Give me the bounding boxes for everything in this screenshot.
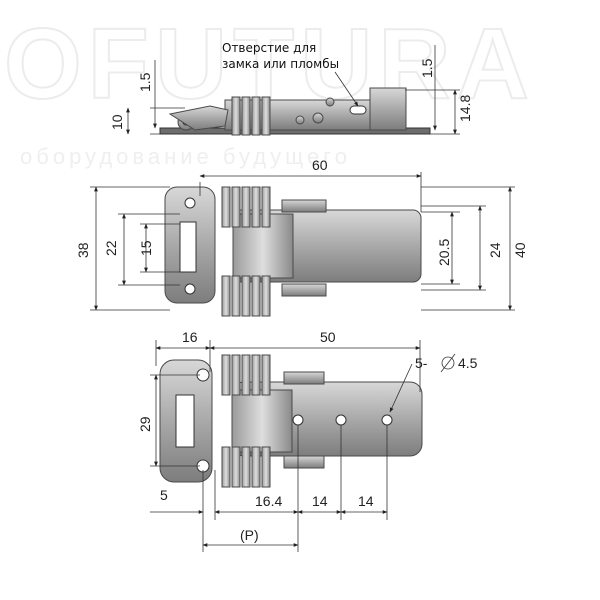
- dim-top-length: 60: [312, 157, 328, 173]
- dim-bottom-holes: 5-: [415, 355, 428, 371]
- dim-side-top-left: 1.5: [137, 72, 153, 92]
- bottom-spring-upper: [221, 354, 271, 396]
- dim-bottom-16: 16: [182, 329, 198, 345]
- dim-bottom-14a: 14: [312, 493, 328, 509]
- side-spring: [231, 96, 271, 136]
- dim-bottom-5: 5: [160, 487, 168, 503]
- dim-top-22: 22: [103, 240, 119, 256]
- side-view: 10 1.5 14.8 1.5 Отверстие для замка или …: [109, 41, 473, 136]
- dim-bottom-50: 50: [320, 329, 336, 345]
- top-view: 60 38 22 15 20.5 24 40: [75, 157, 528, 317]
- dim-side-height-left: 10: [109, 114, 125, 130]
- dim-bottom-hole-dia: 4.5: [458, 355, 478, 371]
- top-spring-upper: [221, 186, 271, 228]
- watermark-slogan: оборудование будущего: [20, 144, 351, 169]
- dim-bottom-16-4: 16.4: [255, 493, 282, 509]
- top-spring-lower: [221, 275, 271, 317]
- dim-bottom-p: (P): [240, 527, 259, 543]
- dim-side-height-right: 14.8: [457, 95, 473, 122]
- dim-top-40: 40: [512, 242, 528, 258]
- dim-top-20-5: 20.5: [436, 239, 452, 266]
- dim-top-38: 38: [75, 242, 91, 258]
- dim-top-15: 15: [138, 240, 154, 256]
- dim-side-top-right: 1.5: [419, 58, 435, 78]
- callout-line2: замка или пломбы: [222, 57, 339, 71]
- callout-line1: Отверстие для: [222, 41, 316, 55]
- bottom-view: 16 50 5- 4.5 29 5 16.4 14 14 (P): [137, 329, 478, 552]
- dim-bottom-29: 29: [137, 416, 153, 432]
- dim-bottom-14b: 14: [358, 493, 374, 509]
- bottom-spring-lower: [221, 446, 271, 488]
- dim-top-24: 24: [487, 242, 503, 258]
